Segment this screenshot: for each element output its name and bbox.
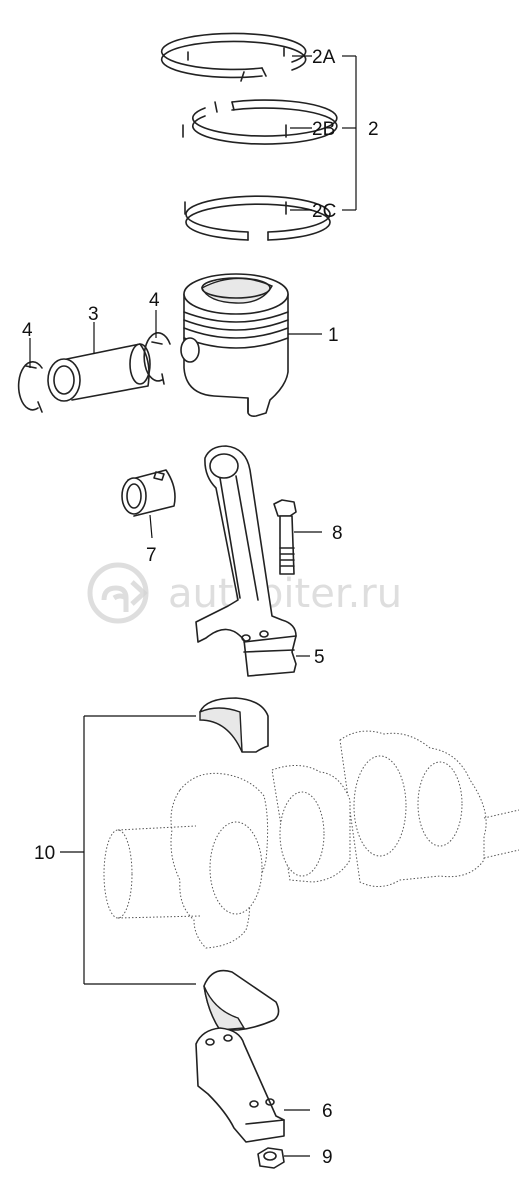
callout-2: 2	[368, 119, 379, 140]
nut	[257, 1147, 310, 1169]
watermark-text: autopiter.ru	[168, 571, 402, 617]
circlip-left	[17, 338, 43, 413]
piston-ring-2c	[184, 195, 331, 241]
callout-2a: 2A	[312, 47, 336, 68]
crankshaft	[103, 730, 519, 949]
callout-1: 1	[328, 325, 339, 346]
callout-9: 9	[322, 1147, 333, 1168]
callout-2c: 2C	[312, 201, 336, 222]
piston-ring-2b	[182, 99, 338, 145]
main-bearing-lower	[203, 969, 280, 1031]
connecting-rod-bolt	[273, 499, 322, 575]
ring-leaders	[290, 55, 357, 211]
main-bearing-upper	[199, 697, 269, 753]
bearing-leaders	[60, 715, 196, 985]
piston-ring-2a	[160, 32, 307, 82]
small-end-bushing	[121, 469, 176, 539]
callout-6: 6	[322, 1101, 333, 1122]
callout-5: 5	[314, 647, 325, 668]
piston	[180, 273, 322, 417]
callout-2b: 2B	[312, 119, 335, 140]
callout-4-left: 4	[22, 320, 33, 341]
callout-8: 8	[332, 523, 343, 544]
autopiter-logo-icon	[87, 562, 149, 624]
bearing-cap	[195, 1027, 310, 1143]
callout-labels: 2A 2B 2C 2 1 3 4 4 7 8 5 10 6 9	[22, 47, 379, 1168]
callout-10: 10	[34, 843, 55, 864]
callout-7: 7	[146, 545, 157, 566]
callout-3: 3	[88, 304, 99, 325]
circlip-right	[143, 310, 171, 385]
connecting-rod	[195, 445, 310, 677]
piston-pin	[47, 322, 151, 402]
watermark: autopiter.ru	[87, 562, 402, 624]
callout-4-right: 4	[149, 290, 160, 311]
